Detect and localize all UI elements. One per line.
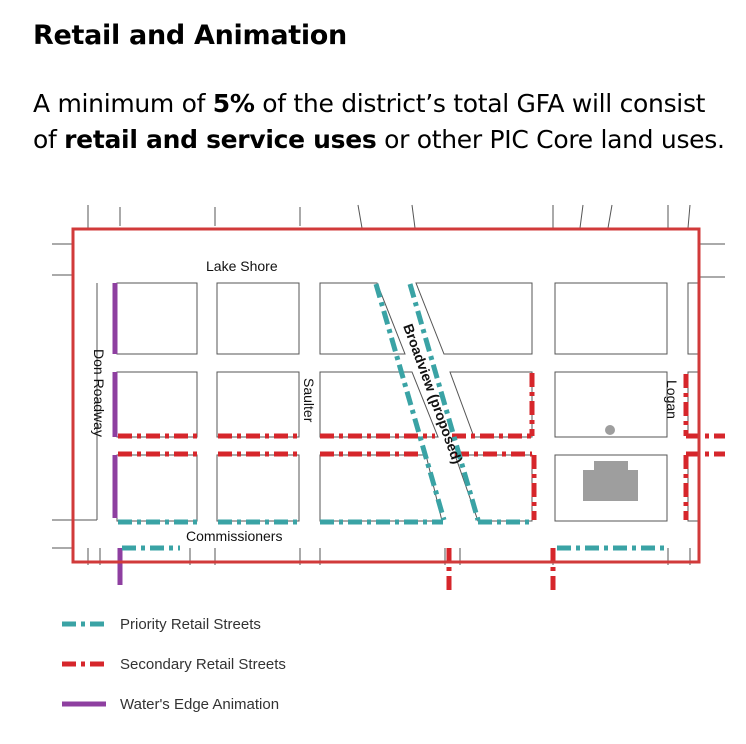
block [554, 454, 668, 522]
building-footprint [583, 461, 638, 501]
west-edge-lines [52, 243, 725, 549]
priority-segment [373, 283, 447, 521]
intro-text: A minimum of 5% of the district’s total … [33, 86, 733, 158]
intro-part-3: or other PIC Core land uses. [376, 125, 725, 154]
legend-label-water: Water's Edge Animation [120, 695, 280, 713]
marker-dot [605, 425, 615, 435]
block [116, 371, 198, 438]
block [319, 282, 406, 355]
commissioners-label: Commissioners [186, 528, 282, 544]
water-swatch-icon [62, 701, 106, 707]
priority-swatch-icon [62, 621, 106, 627]
intro-bold-percent: 5% [212, 89, 255, 118]
legend-label-priority: Priority Retail Streets [120, 615, 261, 633]
secondary-retail-lines [118, 373, 725, 590]
don-roadway-label: Don Roadway [91, 349, 107, 437]
block [216, 282, 300, 355]
block [554, 282, 668, 355]
legend-item-secondary: Secondary Retail Streets [62, 644, 286, 684]
block [116, 454, 198, 522]
block [449, 371, 533, 438]
block [554, 371, 668, 438]
district-map: Lake Shore Commissioners Don Roadway Sau… [52, 204, 725, 590]
intro-bold-uses: retail and service uses [64, 125, 377, 154]
priority-segment [407, 283, 481, 521]
block [454, 454, 533, 522]
legend-label-secondary: Secondary Retail Streets [120, 655, 286, 673]
logan-label: Logan [664, 380, 680, 419]
city-blocks [52, 204, 725, 565]
priority-retail-lines [118, 283, 665, 551]
block [319, 371, 439, 438]
intro-part-1: A minimum of [33, 89, 213, 118]
legend-item-water: Water's Edge Animation [62, 684, 286, 724]
slide-title: Retail and Animation [33, 20, 347, 51]
block [216, 454, 300, 522]
legend-item-priority: Priority Retail Streets [62, 604, 286, 644]
waters-edge-lines [112, 283, 123, 585]
block [319, 454, 443, 522]
block [415, 282, 533, 355]
saulter-label: Saulter [301, 378, 317, 423]
intro-part-2: of the district’s total GFA will consist… [33, 89, 706, 154]
secondary-swatch-icon [62, 661, 106, 667]
top-edge-lines [87, 204, 691, 229]
block [216, 371, 300, 438]
block [116, 282, 198, 355]
map-legend: Priority Retail Streets Secondary Retail… [62, 604, 286, 724]
district-boundary [71, 227, 701, 564]
lake-shore-label: Lake Shore [206, 258, 278, 274]
